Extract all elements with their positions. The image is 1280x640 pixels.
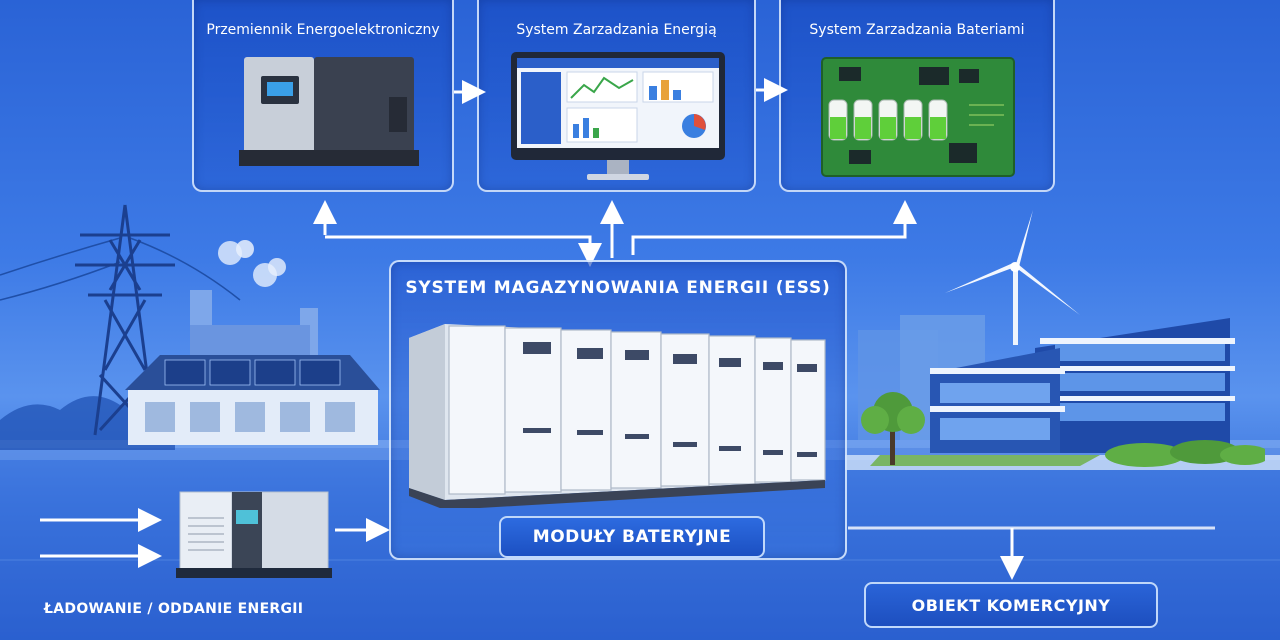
arrow-up-bms bbox=[633, 212, 905, 255]
arrow-down-ess bbox=[325, 237, 590, 255]
charge-discharge-label: ŁADOWANIE / ODDANIE ENERGII bbox=[44, 601, 303, 617]
battery-modules-label: MODUŁY BATERYJNE bbox=[499, 516, 765, 558]
panel-ess: SYSTEM MAGAZYNOWANIA ENERGII (ESS) MODUŁ… bbox=[389, 260, 847, 560]
commercial-building-label: OBIEKT KOMERCYJNY bbox=[864, 582, 1158, 628]
inverter-icon bbox=[176, 488, 336, 583]
ess-title: SYSTEM MAGAZYNOWANIA ENERGII (ESS) bbox=[391, 278, 845, 298]
battery-cabinet-icon bbox=[405, 318, 829, 508]
